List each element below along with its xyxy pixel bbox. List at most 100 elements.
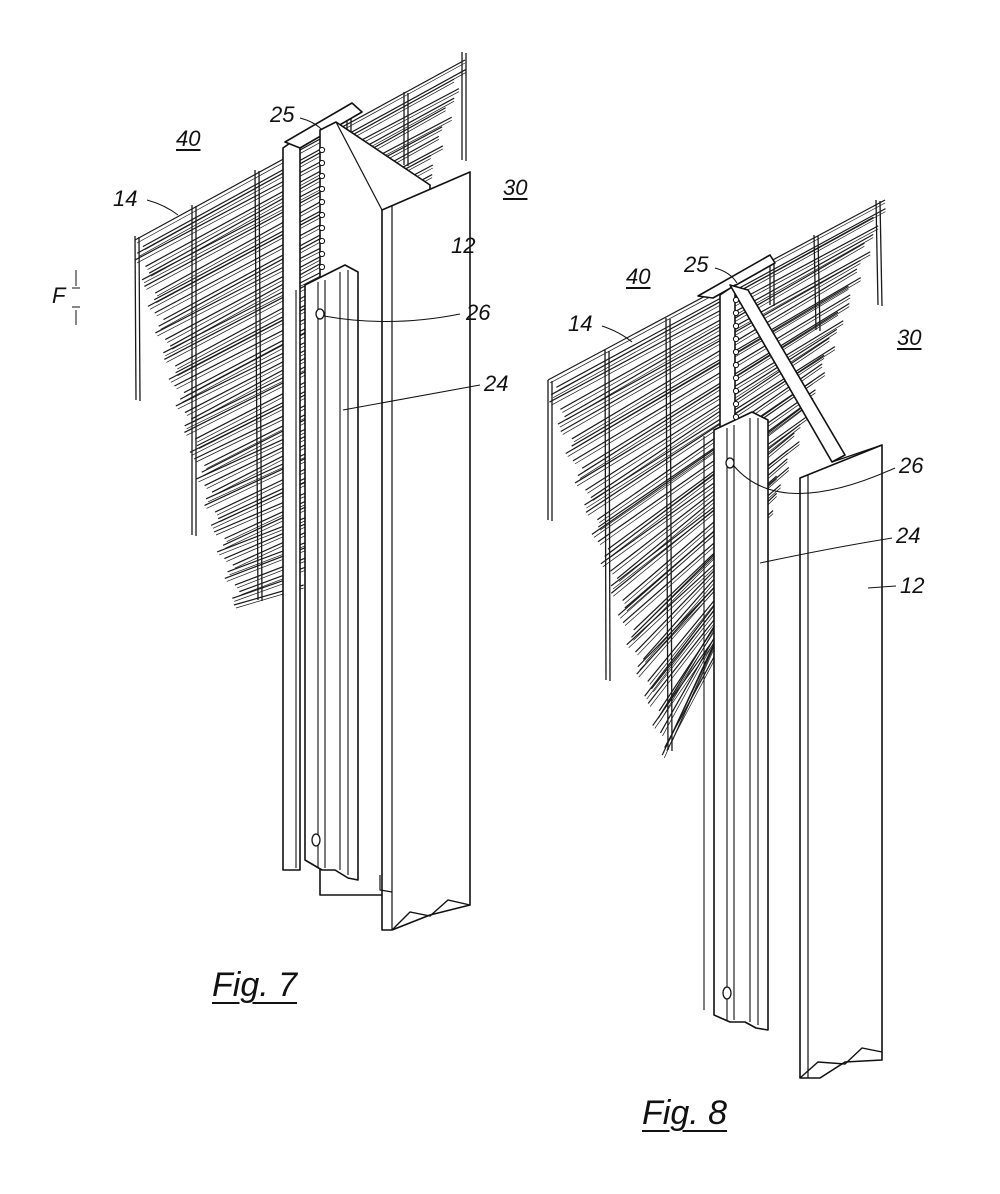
mesh-post-wire bbox=[669, 318, 673, 752]
mesh-post-wire bbox=[138, 236, 141, 402]
mesh-post-wire bbox=[817, 235, 821, 332]
fig8-leader-12 bbox=[867, 585, 897, 589]
fig8-leader-25 bbox=[714, 267, 738, 284]
fig8-strip-hole bbox=[732, 413, 740, 421]
fig7-label-zone-40: 40 bbox=[176, 126, 201, 151]
mesh-wire bbox=[571, 268, 858, 440]
fig8-cover-channel bbox=[713, 411, 769, 1031]
fig7-strip-hole bbox=[318, 159, 326, 167]
fig8-label-post-12: 12 bbox=[900, 573, 925, 598]
mesh-wire-shadow bbox=[599, 392, 816, 546]
fig7-post-top-diagonal bbox=[335, 121, 383, 211]
mesh-post-wire bbox=[608, 350, 611, 682]
mesh-wire-shadow bbox=[663, 642, 716, 759]
fig7-strip-hole bbox=[318, 198, 326, 206]
fig7-label-cover-24: 24 bbox=[484, 371, 509, 396]
fig8-post-top-edge bbox=[831, 444, 883, 463]
mesh-wire bbox=[597, 363, 823, 521]
mesh-post-wire bbox=[665, 317, 669, 751]
mesh-wire-shadow bbox=[606, 409, 803, 560]
mesh-wire-shadow bbox=[566, 245, 865, 421]
fig7-strip-hole bbox=[318, 263, 326, 271]
mesh-wire bbox=[661, 639, 717, 756]
fig8-post-angled-web bbox=[729, 284, 846, 463]
fig8-strip-hole bbox=[732, 400, 740, 408]
fig8-strip-hole bbox=[732, 309, 740, 317]
fig7-post-front-face bbox=[381, 171, 471, 931]
fig7-leader-24 bbox=[342, 384, 481, 411]
fig7-strip-hole bbox=[318, 172, 326, 180]
fig7-label-zone-30: 30 bbox=[503, 175, 528, 200]
mesh-wire-shadow bbox=[576, 323, 844, 487]
fig7-label-post-12: 12 bbox=[451, 233, 476, 258]
fig7-post-rear-flange bbox=[282, 135, 301, 871]
fig8-post-break-line bbox=[799, 1047, 883, 1079]
mesh-wire bbox=[557, 251, 871, 425]
fig7-strip-hole bbox=[318, 146, 326, 154]
mesh-wire-shadow bbox=[573, 271, 858, 443]
fig8-label-clamp-25: 25 bbox=[684, 252, 709, 277]
mesh-wire-shadow bbox=[234, 530, 317, 569]
fig8-post-front-face bbox=[799, 444, 883, 1079]
fig7-post-break-line bbox=[391, 899, 471, 931]
mesh-wire-shadow bbox=[226, 520, 319, 562]
fig7-strip-hole bbox=[318, 224, 326, 232]
fig8-bolt-hole-bottom bbox=[722, 986, 732, 1000]
mesh-wire bbox=[581, 303, 850, 469]
fig7-cover-channel bbox=[304, 264, 359, 881]
mesh-wire-shadow bbox=[600, 375, 826, 531]
fig7-caption: Fig. 7 bbox=[212, 966, 298, 1004]
mesh-wire bbox=[565, 285, 849, 455]
fig7-leader-25 bbox=[299, 117, 323, 131]
mesh-wire bbox=[585, 354, 825, 513]
fig8-strip-hole bbox=[732, 387, 740, 395]
mesh-vertical-wires bbox=[547, 199, 883, 752]
fig7-strip-hole bbox=[318, 237, 326, 245]
mesh-post-wire bbox=[879, 200, 883, 307]
fig7-post-bottom-step bbox=[379, 875, 393, 893]
fig7-leader-26 bbox=[323, 313, 461, 322]
fig8-bolt-hole-top bbox=[725, 457, 735, 469]
mesh-wire bbox=[607, 397, 814, 550]
mesh-post-wire bbox=[254, 169, 259, 601]
mesh-wire bbox=[560, 233, 874, 410]
mesh-post-wire bbox=[258, 170, 263, 602]
fig8-strip-hole bbox=[732, 322, 740, 330]
fig8-strip-hole bbox=[732, 374, 740, 382]
fig7-strip-hole bbox=[318, 250, 326, 258]
mesh-wire bbox=[224, 517, 320, 560]
fig7-bolt-hole-top bbox=[315, 308, 325, 320]
mesh-wire-shadow bbox=[612, 427, 801, 575]
fig7-bolt-hole-bottom bbox=[311, 833, 321, 847]
mesh-wire bbox=[574, 320, 844, 484]
mesh-wire-shadow bbox=[562, 263, 861, 435]
mesh-post-wire bbox=[813, 234, 817, 331]
mesh-wire bbox=[597, 389, 816, 543]
fig8-strip-hole bbox=[732, 335, 740, 343]
mesh-post-wire bbox=[134, 235, 137, 401]
mesh-wire-shadow bbox=[599, 366, 823, 523]
mesh-wire-shadow bbox=[602, 418, 809, 568]
fig7-label-mesh-14: 14 bbox=[113, 186, 138, 211]
fig8-strip-hole bbox=[732, 361, 740, 369]
fig8-strip-hole bbox=[732, 348, 740, 356]
fig8-label-hole-26: 26 bbox=[899, 453, 924, 478]
fig7-clamp-top bbox=[284, 102, 363, 149]
mesh-wire bbox=[577, 311, 839, 477]
mesh-wire bbox=[549, 225, 879, 403]
fig7-strip-hole bbox=[318, 185, 326, 193]
fig7-label-gap-F: F bbox=[52, 283, 66, 308]
mesh-wire-shadow bbox=[587, 332, 837, 494]
fig8-label-mesh-14: 14 bbox=[568, 311, 593, 336]
fig8-leader-24 bbox=[759, 537, 893, 564]
mesh-post-wire bbox=[875, 199, 879, 306]
fig7-drawing bbox=[72, 52, 481, 931]
fig7-label-hole-26: 26 bbox=[466, 300, 491, 325]
fig7-label-clamp-25: 25 bbox=[270, 102, 295, 127]
mesh-wire bbox=[591, 380, 813, 535]
mesh-wire-shadow bbox=[551, 228, 879, 406]
fig8-label-cover-24: 24 bbox=[896, 523, 921, 548]
mesh-wire bbox=[585, 328, 838, 491]
